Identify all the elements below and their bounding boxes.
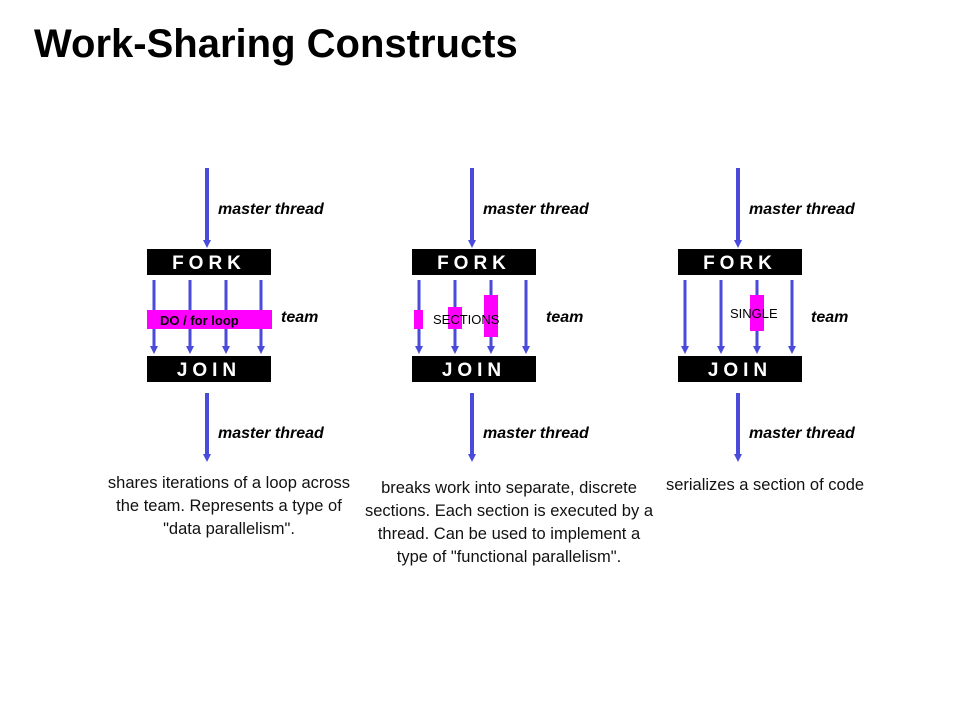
panel-do-loop: master thread FORK DO / for loop team JO… [147, 168, 325, 462]
join-box [678, 356, 802, 382]
team-label: team [281, 309, 318, 326]
join-label: JOIN [442, 360, 506, 381]
caption-do-loop: shares iterations of a loop across the t… [107, 474, 351, 538]
single-highlight [750, 295, 764, 331]
do-loop-highlight [147, 310, 272, 329]
page-title: Work-Sharing Constructs [34, 22, 518, 66]
fork-label: FORK [437, 253, 511, 274]
caption-sections: breaks work into separate, discrete sect… [365, 479, 653, 566]
panel-sections: master thread FORK SECTIONS team JOIN ma… [412, 168, 590, 462]
master-thread-label-top: master thread [483, 201, 590, 218]
caption-single: serializes a section of code [665, 476, 865, 494]
join-box [412, 356, 536, 382]
fork-box [678, 249, 802, 275]
join-label: JOIN [177, 360, 241, 381]
master-thread-label-bottom: master thread [483, 425, 590, 442]
team-label: team [811, 309, 848, 326]
fork-label: FORK [172, 253, 246, 274]
master-thread-label-top: master thread [749, 201, 856, 218]
fork-label: FORK [703, 253, 777, 274]
panel-single: master thread FORK SINGLE team JOIN mast… [678, 168, 856, 462]
do-loop-label: DO / for loop [160, 313, 239, 328]
fork-box [147, 249, 271, 275]
sections-label: SECTIONS [433, 312, 500, 327]
section-highlight [448, 307, 462, 329]
section-highlight [414, 310, 423, 329]
section-highlight [484, 295, 498, 337]
fork-box [412, 249, 536, 275]
team-label: team [546, 309, 583, 326]
single-label: SINGLE [730, 306, 778, 321]
master-thread-label-bottom: master thread [218, 425, 325, 442]
master-thread-label-bottom: master thread [749, 425, 856, 442]
join-label: JOIN [708, 360, 772, 381]
join-box [147, 356, 271, 382]
master-thread-label-top: master thread [218, 201, 325, 218]
